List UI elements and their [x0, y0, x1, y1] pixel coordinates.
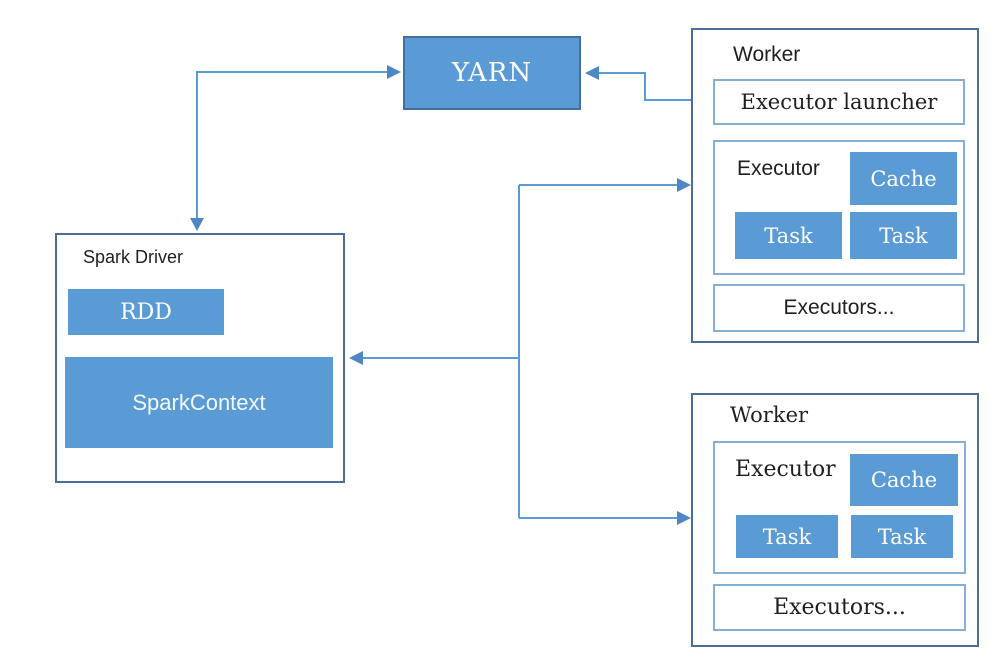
task-bottom-2-label: Task	[877, 524, 927, 549]
executors-more-top-label: Executors...	[783, 296, 895, 319]
executor-launcher-node: Executor launcher	[713, 79, 965, 125]
connector-driver-yarn	[190, 65, 401, 231]
executors-more-node-bottom: Executors...	[713, 584, 966, 631]
rdd-label: RDD	[120, 299, 172, 325]
cache-bottom-label: Cache	[870, 468, 938, 492]
task-node-bottom-1: Task	[736, 515, 838, 558]
spark-context-label: SparkContext	[132, 389, 266, 415]
task-bottom-1-label: Task	[762, 524, 812, 549]
executor-node-top: Executor Cache Task Task	[713, 140, 965, 275]
executor-launcher-label: Executor launcher	[740, 90, 938, 114]
task-top-2-label: Task	[879, 223, 928, 248]
spark-driver-title: Spark Driver	[83, 247, 184, 267]
task-node-top-1: Task	[735, 212, 842, 259]
task-top-1-label: Task	[764, 223, 813, 248]
executors-more-bottom-label: Executors...	[773, 595, 906, 620]
executor-node-bottom: Executor Cache Task Task	[713, 441, 966, 574]
executors-more-node-top: Executors...	[713, 284, 965, 332]
worker-node-top: Worker Executor launcher Executor Cache …	[691, 28, 979, 343]
connector-executors-sparkcontext	[349, 178, 691, 525]
worker-top-title: Worker	[733, 43, 801, 66]
rdd-node: RDD	[68, 289, 224, 335]
yarn-node: YARN	[403, 36, 581, 110]
cache-top-label: Cache	[870, 166, 937, 191]
executor-bottom-title: Executor	[735, 457, 836, 482]
worker-node-bottom: Worker Executor Cache Task Task Executor…	[691, 393, 979, 647]
task-node-bottom-2: Task	[851, 515, 953, 558]
spark-context-node: SparkContext	[65, 357, 333, 448]
yarn-label: YARN	[451, 58, 533, 88]
cache-node-top: Cache	[850, 152, 957, 205]
executor-top-title: Executor	[737, 157, 820, 180]
task-node-top-2: Task	[850, 212, 957, 259]
worker-bottom-title: Worker	[730, 403, 809, 427]
spark-driver-node: Spark Driver RDD SparkContext	[55, 233, 345, 483]
cache-node-bottom: Cache	[850, 454, 958, 506]
